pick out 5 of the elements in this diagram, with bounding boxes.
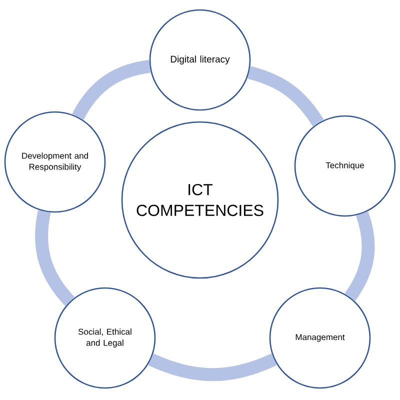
ring-segment bbox=[72, 60, 151, 120]
ring-segment bbox=[35, 210, 75, 306]
ring-segment bbox=[148, 353, 277, 382]
ring-segment bbox=[344, 212, 375, 301]
ring-segment bbox=[247, 66, 324, 127]
